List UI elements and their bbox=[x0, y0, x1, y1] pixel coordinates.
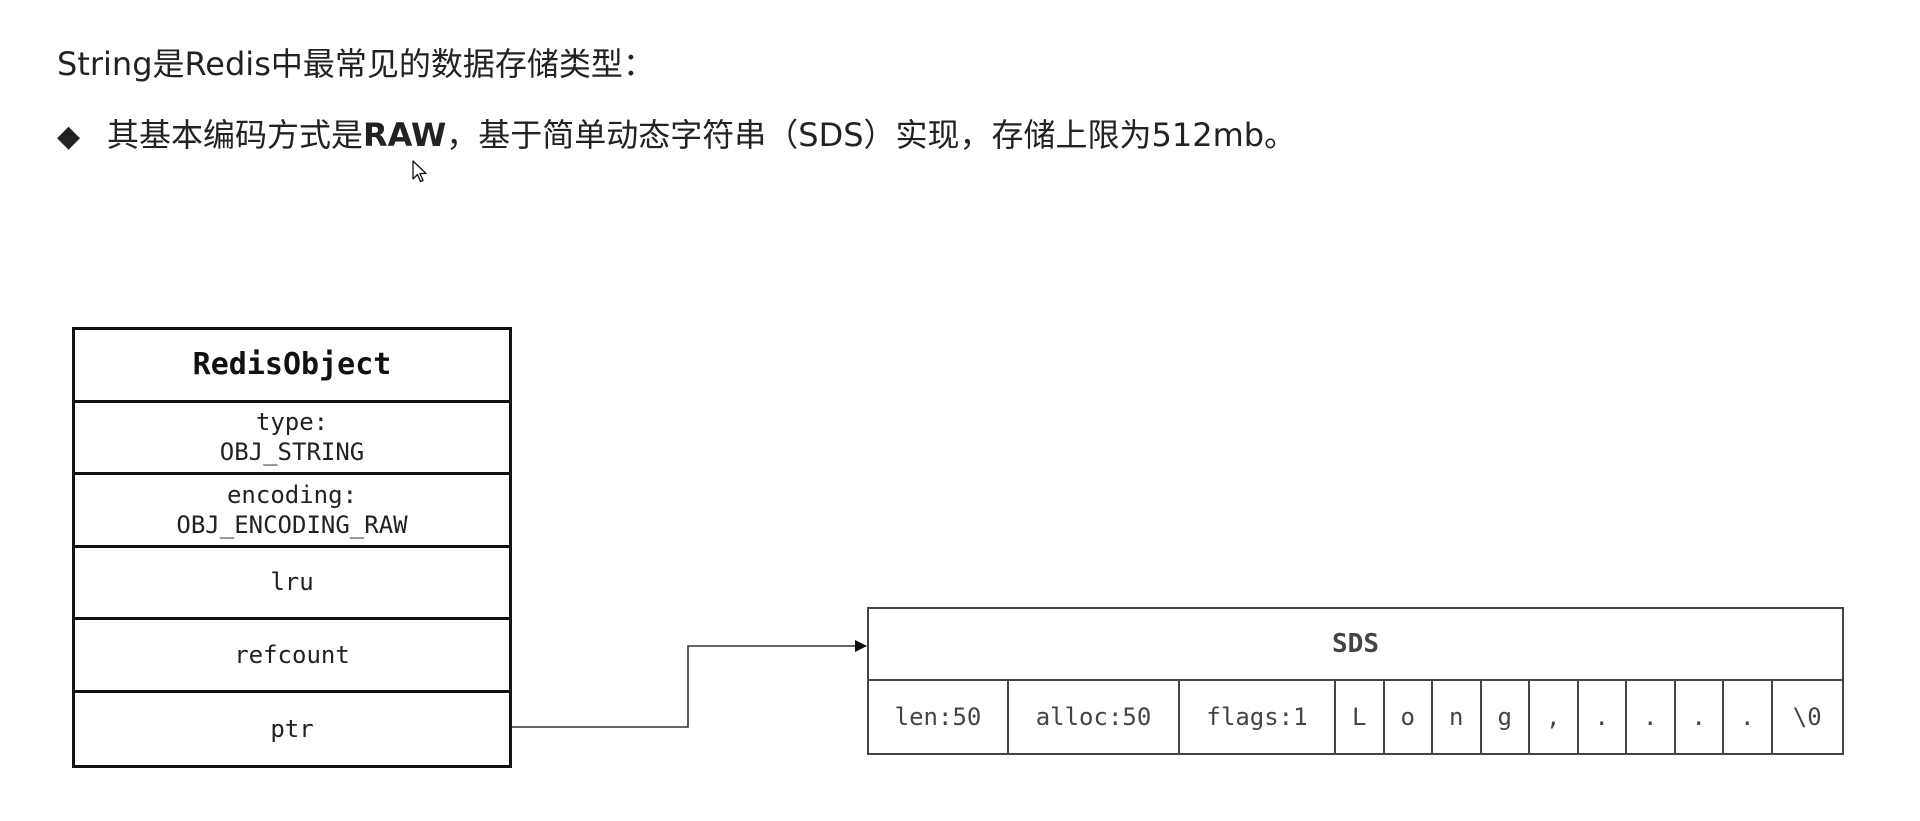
sds-char-cell: . bbox=[1724, 681, 1773, 753]
sds-char-cell: , bbox=[1530, 681, 1579, 753]
redis-object-title: RedisObject bbox=[192, 346, 392, 382]
sds-char-cell: . bbox=[1579, 681, 1627, 753]
ptr-label: ptr bbox=[270, 714, 314, 743]
sds-char-cell: L bbox=[1336, 681, 1385, 753]
sds-char-cell: . bbox=[1676, 681, 1724, 753]
bullet-text-after: ，基于简单动态字符串（SDS）实现，存储上限为512mb。 bbox=[446, 116, 1297, 154]
sds-flags-cell: flags:1 bbox=[1180, 681, 1336, 753]
refcount-label: refcount bbox=[234, 640, 350, 669]
sds-terminator-cell: \0 bbox=[1792, 703, 1822, 731]
diamond-bullet-icon: ◆ bbox=[57, 119, 81, 154]
sds-char-cell: . bbox=[1627, 681, 1676, 753]
sds-title: SDS bbox=[869, 609, 1842, 681]
bullet-line: ◆ 其基本编码方式是RAW，基于简单动态字符串（SDS）实现，存储上限为512mb… bbox=[57, 113, 1296, 159]
redis-object-encoding-cell: encoding: OBJ_ENCODING_RAW bbox=[75, 475, 509, 548]
sds-fields-row: len:50 alloc:50 flags:1 L o n g , . . . … bbox=[869, 681, 1842, 753]
type-label: type: bbox=[255, 408, 329, 437]
lru-label: lru bbox=[270, 568, 314, 597]
arrow-connector bbox=[512, 640, 867, 728]
type-value: OBJ_STRING bbox=[219, 438, 365, 467]
redis-object-ptr-cell: ptr bbox=[75, 693, 509, 766]
sds-len-cell: len:50 bbox=[869, 681, 1009, 753]
encoding-value: OBJ_ENCODING_RAW bbox=[176, 510, 408, 539]
redis-object-box: RedisObject type: OBJ_STRING encoding: O… bbox=[72, 327, 512, 768]
redis-object-refcount-cell: refcount bbox=[75, 620, 509, 693]
sds-box: SDS len:50 alloc:50 flags:1 L o n g , . … bbox=[867, 607, 1844, 755]
page-heading: String是Redis中最常见的数据存储类型： bbox=[57, 45, 655, 83]
redis-object-title-cell: RedisObject bbox=[75, 330, 509, 403]
sds-alloc-cell: alloc:50 bbox=[1009, 681, 1180, 753]
sds-char-cell: o bbox=[1385, 681, 1433, 753]
bullet-text-bold: RAW bbox=[363, 116, 447, 154]
redis-object-type-cell: type: OBJ_STRING bbox=[75, 403, 509, 475]
bullet-text-before: 其基本编码方式是 bbox=[107, 116, 364, 154]
sds-char-cell: g bbox=[1482, 681, 1530, 753]
mouse-pointer-icon bbox=[412, 160, 427, 183]
sds-char-cell: n bbox=[1433, 681, 1482, 753]
redis-object-lru-cell: lru bbox=[75, 548, 509, 620]
encoding-label: encoding: bbox=[226, 480, 358, 509]
